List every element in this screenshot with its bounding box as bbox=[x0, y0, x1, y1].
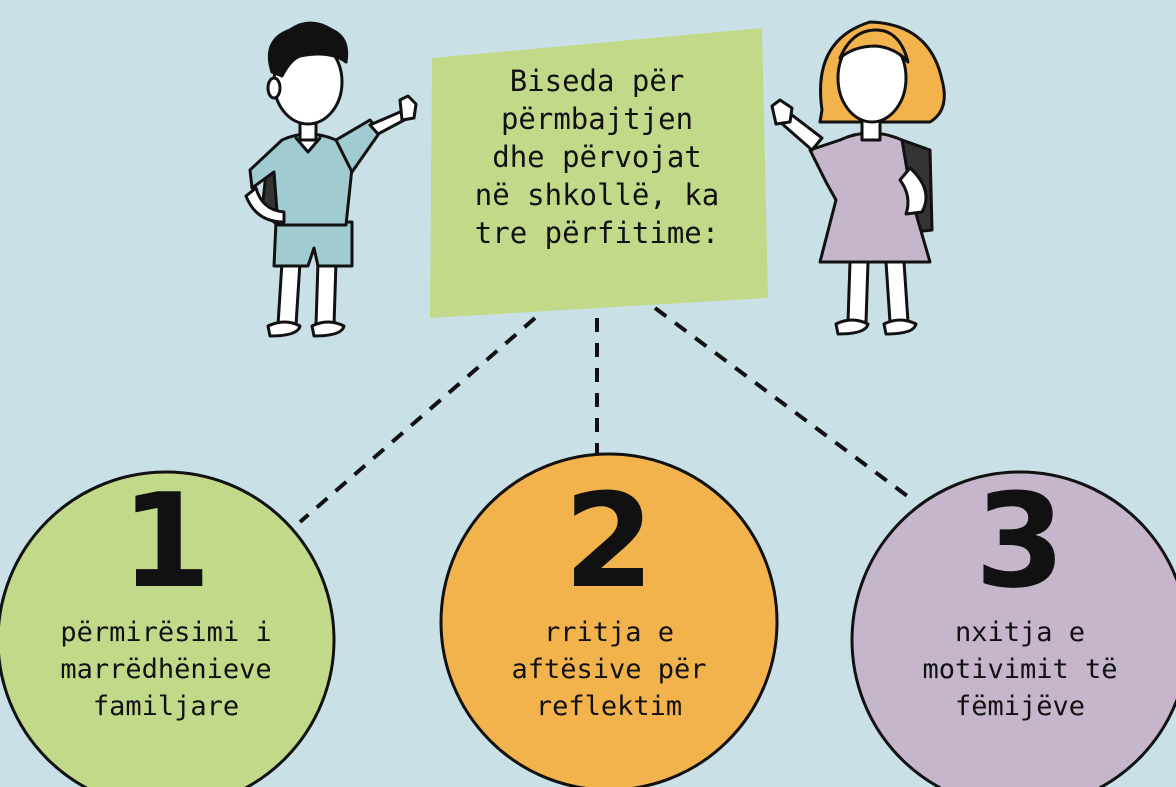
benefit-3-line: fëmijëve bbox=[954, 691, 1086, 722]
center-box bbox=[430, 28, 768, 318]
center-line: përmbajtjen bbox=[500, 102, 694, 136]
benefit-3-line: nxitja e bbox=[954, 617, 1086, 648]
benefit-circle-3 bbox=[850, 470, 1176, 787]
center-question: Biseda për përmbajtjen dhe përvojat në s… bbox=[452, 62, 742, 252]
girl-illustration bbox=[770, 20, 946, 336]
benefit-circle-1 bbox=[0, 470, 336, 787]
benefit-3-number: 3 bbox=[974, 465, 1066, 617]
benefit-2-text: rritja e aftësive për reflektim bbox=[459, 614, 759, 725]
connector-1 bbox=[298, 316, 537, 524]
benefit-1-line: marrëdhënieve bbox=[60, 654, 272, 685]
benefit-2-line: aftësive për bbox=[511, 654, 707, 685]
benefit-1-number: 1 bbox=[120, 465, 212, 617]
boy-illustration bbox=[244, 21, 418, 338]
benefit-circle-2 bbox=[439, 452, 779, 787]
center-line: Biseda për bbox=[509, 64, 685, 98]
benefit-3-line: motivimit të bbox=[922, 654, 1118, 685]
benefit-2-number: 2 bbox=[563, 465, 655, 617]
center-line: dhe përvojat bbox=[492, 140, 702, 174]
benefit-1-line: familjare bbox=[92, 691, 240, 722]
benefit-2-line: rritja e bbox=[543, 617, 675, 648]
benefit-2-line: reflektim bbox=[535, 691, 683, 722]
center-line: tre përfitime: bbox=[474, 216, 720, 250]
benefit-1-line: përmirësimi i bbox=[60, 617, 272, 648]
center-line: në shkollë, ka bbox=[474, 178, 720, 212]
connector-3 bbox=[653, 306, 912, 500]
benefit-1-text: përmirësimi i marrëdhënieve familjare bbox=[16, 614, 316, 725]
benefit-3-text: nxitja e motivimit të fëmijëve bbox=[870, 614, 1170, 725]
